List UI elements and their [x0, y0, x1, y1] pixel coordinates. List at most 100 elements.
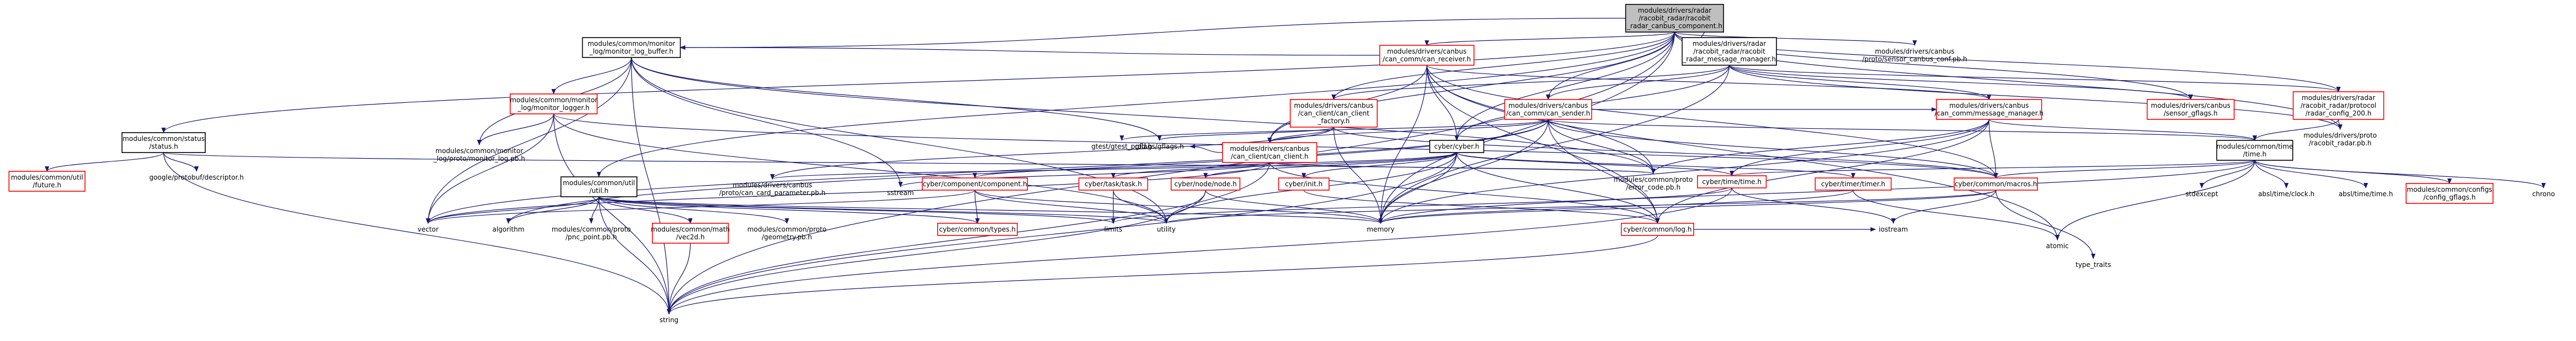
edge-canclientfactory-to-macros [1333, 127, 1998, 179]
edge-messagemanager-to-time [1988, 119, 2257, 141]
node-abslclock[interactable]: absl/time/clock.h [2252, 188, 2321, 200]
node-canclientfactory[interactable]: modules/drivers/canbus/can_client/can_cl… [1289, 99, 1378, 128]
node-box [2405, 183, 2494, 204]
edge-cybertime-to-limits [1111, 187, 1732, 224]
edge-msgmanager_racobit-to-sensorgflags [1729, 65, 2193, 100]
edge-cansender-to-time [1548, 119, 2257, 141]
node-absltime[interactable]: absl/time/time.h [2333, 188, 2399, 200]
node-vector[interactable]: vector [414, 223, 442, 235]
edge-root-to-logbuffer [680, 18, 1626, 50]
node-configgflags[interactable]: modules/common/configs/config_gflags.h [2405, 183, 2494, 204]
edge-util-to-memory [598, 196, 1383, 224]
node-string[interactable]: string [655, 314, 683, 326]
edge-macros-to-typetraits [1995, 190, 2096, 259]
node-label-line: utility [1157, 225, 1175, 233]
node-canreceiver[interactable]: modules/drivers/canbus/can_comm/can_rece… [1379, 45, 1475, 66]
node-status[interactable]: modules/common/status/status.h [121, 132, 206, 153]
node-time[interactable]: modules/common/time/time.h [2216, 140, 2293, 161]
node-geometry[interactable]: modules/common/proto/geometry.pb.h [747, 223, 827, 243]
node-label-line: absl/time/time.h [2339, 190, 2393, 198]
node-label-line: /proto/can_card_parameter.pb.h [719, 189, 825, 197]
node-label-line: _log/proto/monitor_log.pb.h [433, 155, 525, 162]
edge-status-to-string [163, 152, 671, 314]
edge-root-to-status [161, 32, 1675, 133]
node-pncpoint[interactable]: modules/common/proto/pnc_point.pb.h [551, 223, 631, 243]
node-descriptor[interactable]: google/protobuf/descriptor.h [142, 171, 251, 183]
node-logbuffer[interactable]: modules/common/monitor_log/monitor_log_b… [582, 37, 681, 58]
node-label-line: algorithm [492, 225, 524, 233]
edge-cyberh-to-init [1302, 152, 1457, 179]
node-messagemanager[interactable]: modules/drivers/canbus/can_comm/message_… [1935, 99, 2044, 120]
node-canclient[interactable]: modules/drivers/canbus/can_client/can_cl… [1222, 142, 1318, 163]
edge-root-to-canreceiver [1424, 32, 1675, 46]
edge-canclient-to-sstream [898, 162, 1270, 187]
node-box [8, 171, 86, 192]
node-label-line: google/protobuf/descriptor.h [149, 174, 244, 181]
node-task[interactable]: cyber/task/task.h [1078, 177, 1148, 191]
node-errorcode[interactable]: modules/common/proto/error_code.pb.h [1613, 174, 1693, 193]
node-box [582, 37, 681, 58]
node-log[interactable]: cyber/common/log.h [1621, 223, 1695, 236]
node-vec2d[interactable]: modules/common/math/vec2d.h [651, 223, 730, 244]
node-typetraits[interactable]: type_traits [2070, 259, 2117, 271]
node-racobitpb[interactable]: modules/drivers/proto/racobit_radar.pb.h [2298, 129, 2382, 149]
node-chrono[interactable]: chrono [2529, 188, 2558, 200]
node-root[interactable]: modules/drivers/radar/racobit_radar/raco… [1625, 4, 1725, 33]
node-label-line: /can_comm/message_manager.h [1935, 109, 2044, 117]
node-init[interactable]: cyber/init.h [1278, 177, 1330, 191]
node-box [1171, 177, 1241, 191]
node-memory[interactable]: memory [1366, 223, 1395, 235]
edge-messagemanager-to-cybertime [1729, 119, 1989, 176]
node-node[interactable]: cyber/node/node.h [1171, 177, 1241, 191]
node-limits[interactable]: limits [1099, 223, 1128, 235]
edge-root-to-cyberh [1454, 32, 1675, 141]
edge-root-to-cansender [1546, 32, 1675, 100]
node-component[interactable]: cyber/component/component.h [922, 177, 1028, 191]
node-cyberh[interactable]: cyber/cyber.h [1429, 140, 1485, 153]
node-label-line: modules/common/monitor [436, 147, 524, 155]
node-cansender[interactable]: modules/drivers/canbus/can_comm/can_send… [1504, 99, 1592, 120]
node-sensor-canbus-conf[interactable]: modules/drivers/canbus/proto/sensor_canb… [1857, 45, 1973, 65]
node-utility[interactable]: utility [1150, 223, 1182, 235]
node-cybertime[interactable]: cyber/time/time.h [1697, 175, 1767, 188]
edge-cyberh-to-task [1111, 152, 1457, 179]
node-label-line: _log/monitor_log_buffer.h [589, 48, 673, 55]
edge-canclient-to-log [1269, 162, 1660, 224]
node-cybertimer[interactable]: cyber/timer/timer.h [1815, 177, 1892, 191]
node-label-line: stdexcept [2186, 190, 2218, 198]
node-logger[interactable]: modules/common/monitor_log/monitor_logge… [509, 93, 598, 114]
node-label-line: cyber/common/macros.h [1955, 180, 2037, 188]
edge-canclientfactory-to-gflags [1157, 127, 1334, 141]
node-label-line: /can_comm/can_sender.h [1506, 109, 1590, 117]
edge-cybertime-to-string [667, 187, 1732, 314]
node-box [1681, 37, 1777, 66]
edge-logbuffer-to-logger [551, 57, 632, 95]
node-util[interactable]: modules/common/util/util.h [560, 176, 638, 197]
node-algorithm[interactable]: algorithm [489, 223, 528, 235]
node-canparam[interactable]: modules/drivers/canbus/proto/can_card_pa… [714, 179, 830, 199]
node-gflags[interactable]: gflags/gflags.h [1128, 140, 1190, 153]
node-msgmanager-racobit[interactable]: modules/drivers/radar/racobit_radar/raco… [1681, 37, 1777, 66]
node-iostream[interactable]: iostream [1875, 223, 1911, 235]
node-macros[interactable]: cyber/common/macros.h [1953, 177, 2038, 191]
edge-canreceiver-to-atomic [1427, 65, 2060, 240]
edge-macros-to-utility [1164, 190, 1997, 224]
node-stdexcept[interactable]: stdexcept [2182, 188, 2221, 200]
node-radarconf200[interactable]: modules/drivers/radar/racobit_radar/prot… [2292, 91, 2385, 120]
node-types[interactable]: cyber/common/types.h [937, 223, 1018, 236]
edge-canreceiver-to-cyberh [1427, 65, 1459, 141]
node-sstream[interactable]: sstream [885, 187, 917, 199]
edge-time-to-memory [1378, 160, 2255, 224]
node-sensorgflags[interactable]: modules/drivers/canbus/sensor_gflags.h [2146, 99, 2235, 120]
node-label-line: cyber/init.h [1285, 180, 1323, 188]
edge-util-to-limits [598, 196, 1116, 224]
node-future[interactable]: modules/common/util/future.h [8, 171, 86, 192]
node-atomic[interactable]: atomic [2043, 240, 2072, 252]
node-logpb[interactable]: modules/common/monitor_log/proto/monitor… [427, 145, 532, 165]
edge-cyberh-to-cybertime [1456, 152, 1734, 176]
node-label-line: _factory.h [1317, 117, 1350, 125]
node-label-line: modules/drivers/canbus [733, 181, 812, 189]
node-label-line: /racobit_radar/racobit [1694, 48, 1765, 55]
edge-root-to-string [667, 32, 1675, 314]
node-gtest[interactable]: gtest/gtest_prod.h [1086, 140, 1158, 153]
